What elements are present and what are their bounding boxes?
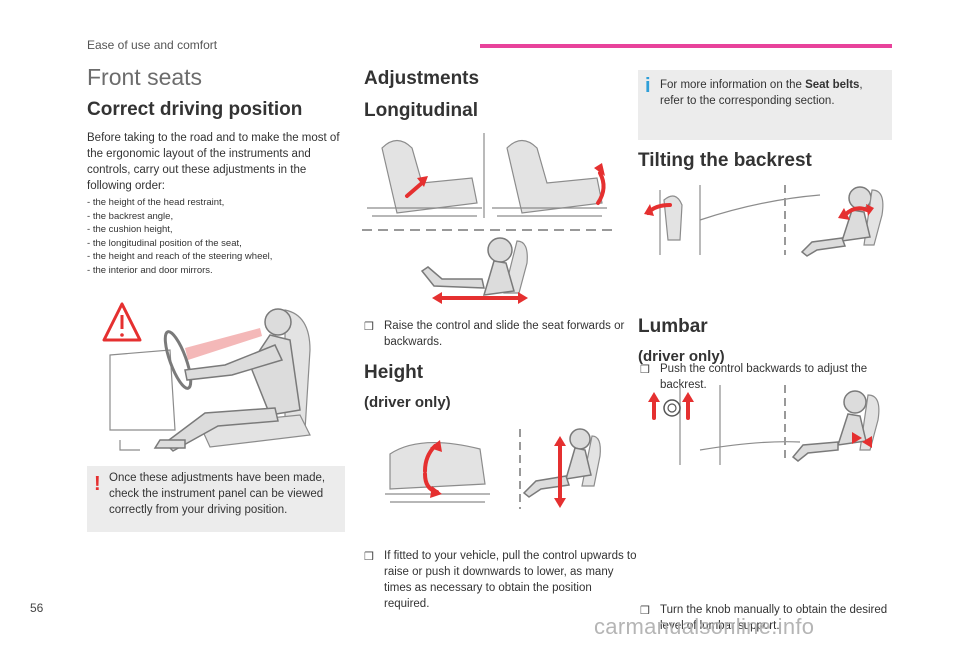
longitudinal-instruction: ❒ Raise the control and slide the seat f… (364, 318, 632, 350)
lumbar-instruction: ❒ Turn the knob manually to obtain the d… (640, 602, 912, 634)
tilting-instruction: ❒ Push the control backwards to adjust t… (640, 361, 912, 393)
checkbox-icon: ❒ (364, 321, 374, 333)
list-item: the height of the head restraint, (87, 196, 345, 210)
sight-line (185, 328, 262, 360)
list-item: the backrest angle, (87, 210, 345, 224)
longitudinal-seat-illustration (362, 133, 612, 304)
warning-note: ! Once these adjustments have been made,… (87, 466, 345, 532)
lumbar-heading: Lumbar (638, 316, 708, 337)
warning-text: Once these adjustments have been made, c… (109, 472, 326, 516)
height-instruction-text: If fitted to your vehicle, pull the cont… (384, 550, 637, 610)
seat-belts-link: Seat belts (805, 79, 860, 91)
adjustment-order-list: the height of the head restraint, the ba… (87, 196, 345, 277)
height-subheading: (driver only) (364, 394, 451, 411)
lumbar-illustration (648, 385, 880, 465)
list-item: the interior and door mirrors. (87, 264, 345, 278)
tilting-backrest-illustration (644, 185, 884, 257)
page-number: 56 (30, 601, 44, 615)
driving-position-illustration (102, 302, 311, 452)
header-accent-bar (480, 44, 892, 48)
longitudinal-instruction-text: Raise the control and slide the seat for… (384, 320, 625, 348)
height-seat-illustration (385, 428, 601, 509)
section-title: Ease of use and comfort (87, 38, 218, 52)
longitudinal-heading: Longitudinal (364, 100, 478, 121)
info-note-suffix: , refer to the corresponding section. (660, 79, 863, 107)
correct-position-heading: Correct driving position (87, 99, 303, 120)
info-note-prefix: For more information on the (660, 79, 806, 91)
page-title: Front seats (87, 64, 203, 90)
tilting-heading: Tilting the backrest (638, 150, 812, 171)
watermark: carmanualsonline.info (594, 614, 815, 639)
list-item: the cushion height, (87, 223, 345, 237)
lumbar-subheading: (driver only) (638, 348, 725, 365)
info-note: i For more information on the Seat belts… (638, 70, 892, 140)
tilting-instruction-text: Push the control backwards to adjust the… (660, 363, 868, 391)
correct-position-intro: Before taking to the road and to make th… (87, 132, 340, 192)
adjustments-heading: Adjustments (364, 68, 480, 89)
checkbox-icon: ❒ (640, 364, 650, 376)
height-instruction: ❒ If fitted to your vehicle, pull the co… (364, 548, 640, 612)
list-item: the longitudinal position of the seat, (87, 237, 345, 251)
height-heading: Height (364, 362, 424, 383)
checkbox-icon: ❒ (640, 605, 650, 617)
checkbox-icon: ❒ (364, 551, 374, 563)
list-item: the height and reach of the steering whe… (87, 250, 345, 264)
lumbar-instruction-text: Turn the knob manually to obtain the des… (660, 604, 888, 632)
warning-icon: ! (94, 473, 101, 495)
info-icon: i (645, 75, 651, 97)
